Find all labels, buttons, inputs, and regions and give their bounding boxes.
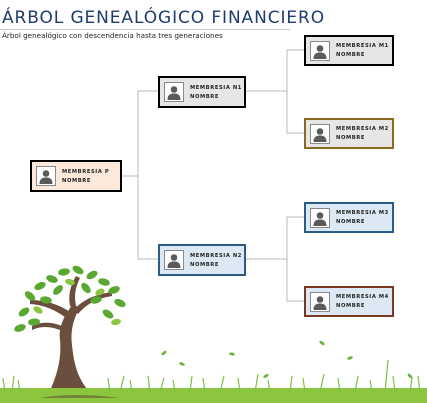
title-divider [0,29,290,30]
person-icon [310,291,330,312]
member-title: MEMBRESIA M2 [336,126,389,132]
member-card-p[interactable]: MEMBRESIA P NOMBRE [30,160,122,192]
member-name: NOMBRE [336,303,366,309]
member-card-m2[interactable]: MEMBRESIA M2 NOMBRE [304,118,394,149]
member-name: NOMBRE [190,261,220,268]
member-card-n2[interactable]: MEMBRESIA N2 NOMBRE [158,244,246,276]
member-name: NOMBRE [336,135,366,141]
connector-root-child2 [137,176,158,260]
person-icon [164,82,184,102]
member-name: NOMBRE [190,93,220,100]
connector-child2-gc3 [246,216,304,260]
connector-root-child1 [122,90,158,177]
member-name: NOMBRE [336,219,366,225]
person-icon [164,250,184,270]
member-title: MEMBRESIA N2 [190,252,242,259]
person-icon [36,166,56,186]
member-title: MEMBRESIA M4 [336,294,389,300]
member-title: MEMBRESIA M3 [336,210,389,216]
member-card-m1[interactable]: MEMBRESIA M1 NOMBRE [304,35,394,66]
connector-child1-gc2 [286,91,304,134]
member-title: MEMBRESIA P [62,168,110,175]
member-name: NOMBRE [336,52,366,58]
page-subtitle: Árbol genealógico con descendencia hasta… [2,31,223,40]
connector-child1-gc1 [246,49,304,92]
member-card-n1[interactable]: MEMBRESIA N1 NOMBRE [158,76,246,108]
page-title: ÁRBOL GENEALÓGICO FINANCIERO [2,8,326,28]
member-title: MEMBRESIA M1 [336,43,389,49]
connector-child2-gc4 [286,259,304,302]
person-icon [310,207,330,228]
member-card-m4[interactable]: MEMBRESIA M4 NOMBRE [304,286,394,317]
person-icon [310,123,330,144]
member-title: MEMBRESIA N1 [190,84,242,91]
member-card-m3[interactable]: MEMBRESIA M3 NOMBRE [304,202,394,233]
person-icon [310,40,330,61]
member-name: NOMBRE [62,177,92,184]
